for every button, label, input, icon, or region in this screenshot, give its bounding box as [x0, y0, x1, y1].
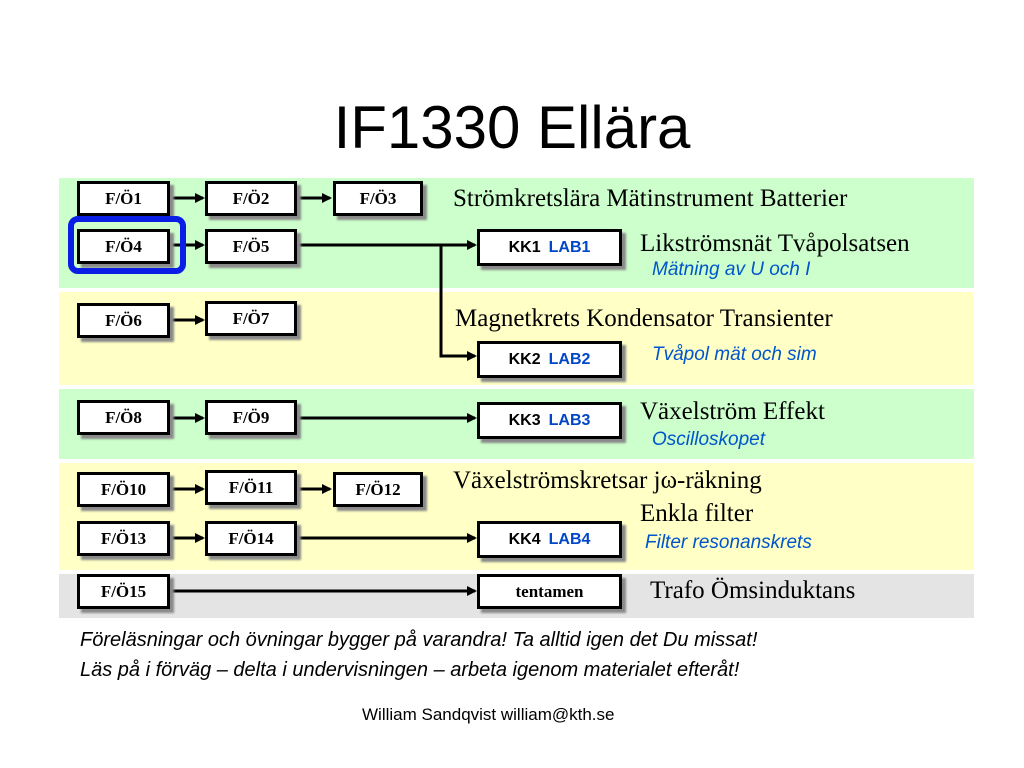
node-kk1: KK1 LAB1 — [477, 229, 622, 266]
node-fo12: F/Ö12 — [333, 472, 423, 507]
topic-row3-sub: Tvåpol mät och sim — [652, 344, 817, 365]
kk-name: KK1 — [508, 238, 541, 256]
lab-name: LAB3 — [548, 411, 591, 429]
node-fo5: F/Ö5 — [205, 229, 297, 264]
topic-row3: Magnetkrets Kondensator Transienter — [455, 305, 833, 332]
node-fo3: F/Ö3 — [333, 181, 423, 216]
node-fo8: F/Ö8 — [77, 400, 170, 435]
node-fo1: F/Ö1 — [77, 181, 170, 216]
node-fo7: F/Ö7 — [205, 301, 297, 336]
node-fo2: F/Ö2 — [205, 181, 297, 216]
topic-row2-sub: Mätning av U och I — [652, 259, 811, 280]
arrow — [439, 245, 477, 361]
kk-name: KK3 — [508, 411, 541, 429]
node-fo4: F/Ö4 — [77, 229, 170, 264]
node-tentamen: tentamen — [477, 574, 622, 609]
highlight-frame — [68, 216, 186, 274]
topic-row5b: Enkla filter — [640, 500, 754, 527]
topic-row4-sub: Oscilloskopet — [652, 429, 765, 450]
node-fo11: F/Ö11 — [205, 470, 297, 505]
topic-row5: Växelströmskretsar jω-räkning — [453, 467, 762, 494]
footer-credit: William Sandqvist william@kth.se — [362, 705, 615, 724]
topic-row6: Trafo Ömsinduktans — [650, 577, 856, 604]
node-fo6: F/Ö6 — [77, 303, 170, 338]
kk-name: KK2 — [508, 350, 541, 368]
note-line-1: Föreläsningar och övningar bygger på var… — [80, 629, 758, 651]
topic-row4: Växelström Effekt — [640, 398, 825, 425]
lab-name: LAB2 — [548, 350, 591, 368]
kk-name: KK4 — [508, 530, 541, 548]
node-fo13: F/Ö13 — [77, 521, 170, 556]
node-fo15: F/Ö15 — [77, 574, 170, 609]
node-fo10: F/Ö10 — [77, 472, 170, 507]
node-fo14: F/Ö14 — [205, 521, 297, 556]
lab-name: LAB4 — [548, 530, 591, 548]
topic-row2: Likströmsnät Tvåpolsatsen — [640, 230, 910, 257]
note-line-2: Läs på i förväg – delta i undervisningen… — [80, 659, 740, 681]
node-kk4: KK4 LAB4 — [477, 521, 622, 558]
node-kk3: KK3 LAB3 — [477, 402, 622, 439]
topic-row1: Strömkretslära Mätinstrument Batterier — [453, 185, 848, 212]
lab-name: LAB1 — [548, 238, 591, 256]
page-title: IF1330 Ellära — [333, 94, 691, 161]
topic-row5-sub: Filter resonanskrets — [645, 532, 812, 553]
node-kk2: KK2 LAB2 — [477, 341, 622, 378]
node-fo9: F/Ö9 — [205, 400, 297, 435]
